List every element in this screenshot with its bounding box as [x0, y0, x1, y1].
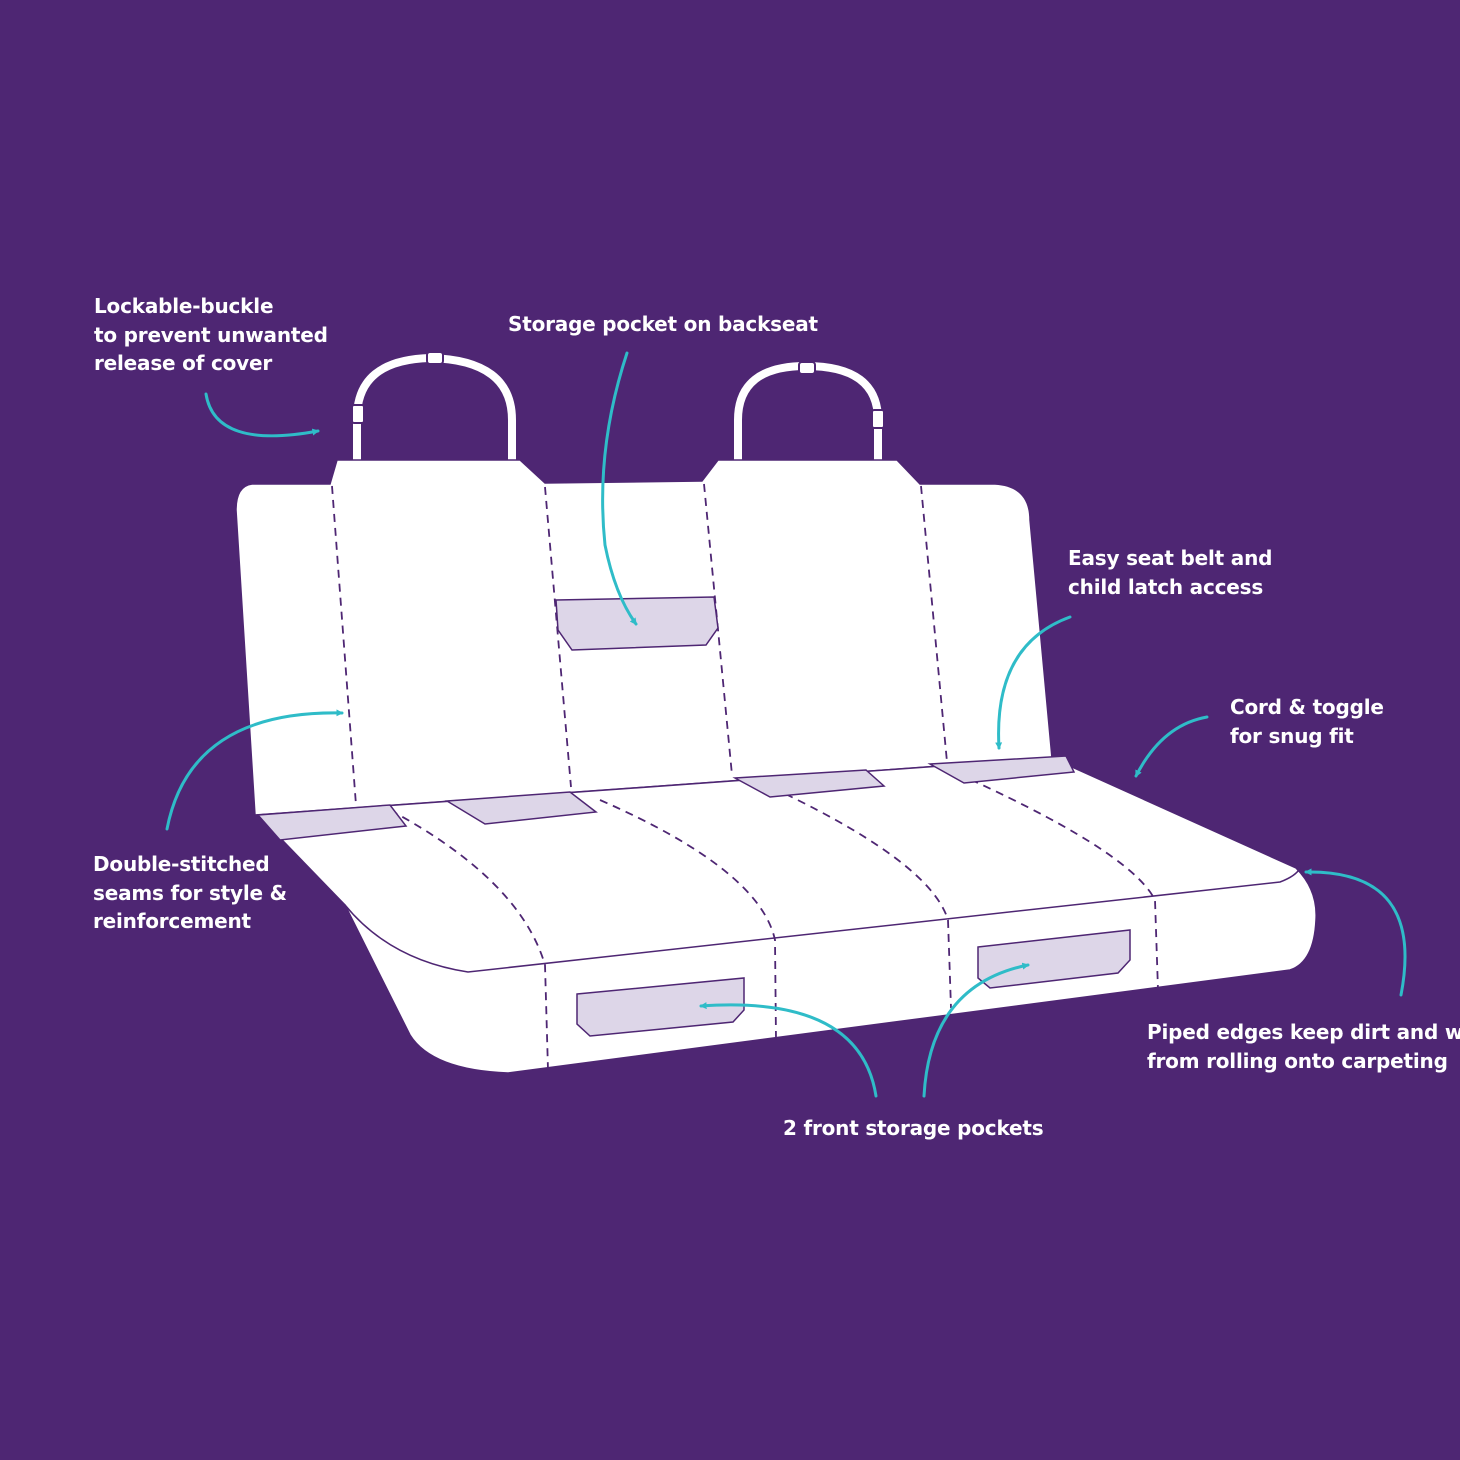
cord-toggle-tab-2	[444, 791, 598, 825]
front-pocket-right	[977, 929, 1131, 989]
callout-seat-belt-access: Easy seat belt and child latch access	[1068, 546, 1273, 599]
cord-toggle-tab-4	[927, 755, 1076, 784]
seat-cushion	[256, 757, 1317, 1074]
headrest-right	[734, 361, 885, 464]
stitched-seams	[331, 483, 1159, 1071]
piped-edge	[344, 867, 1301, 973]
arrow-double-stitched	[165, 709, 344, 831]
cord-toggle-tab-3	[732, 769, 886, 798]
arrow-cord-toggle	[1134, 715, 1209, 778]
arrow-piped-edges	[1304, 868, 1407, 997]
callout-front-pockets: 2 front storage pockets	[783, 1116, 1044, 1140]
headrest-left	[351, 351, 516, 464]
seat-pockets	[256, 596, 1131, 1037]
callout-cord-toggle: Cord & toggle for snug fit	[1230, 695, 1384, 748]
arrow-storage-pocket	[601, 351, 638, 626]
arrow-front-pocket-right	[922, 962, 1030, 1098]
callout-piped-edges: Piped edges keep dirt and water from rol…	[1147, 1020, 1460, 1073]
arrow-front-pocket-left	[699, 1002, 878, 1098]
front-pocket-left	[576, 977, 745, 1037]
arrow-seat-belt	[995, 615, 1072, 750]
callout-lockable-buckle: Lockable-buckle to prevent unwanted rele…	[94, 294, 328, 375]
cord-toggle-tab-1	[256, 804, 408, 841]
callout-storage-pocket-backseat: Storage pocket on backseat	[508, 312, 818, 336]
arrow-lockable-buckle	[204, 392, 320, 438]
callout-arrows	[165, 351, 1407, 1098]
callout-double-stitched: Double-stitched seams for style & reinfo…	[93, 852, 287, 933]
